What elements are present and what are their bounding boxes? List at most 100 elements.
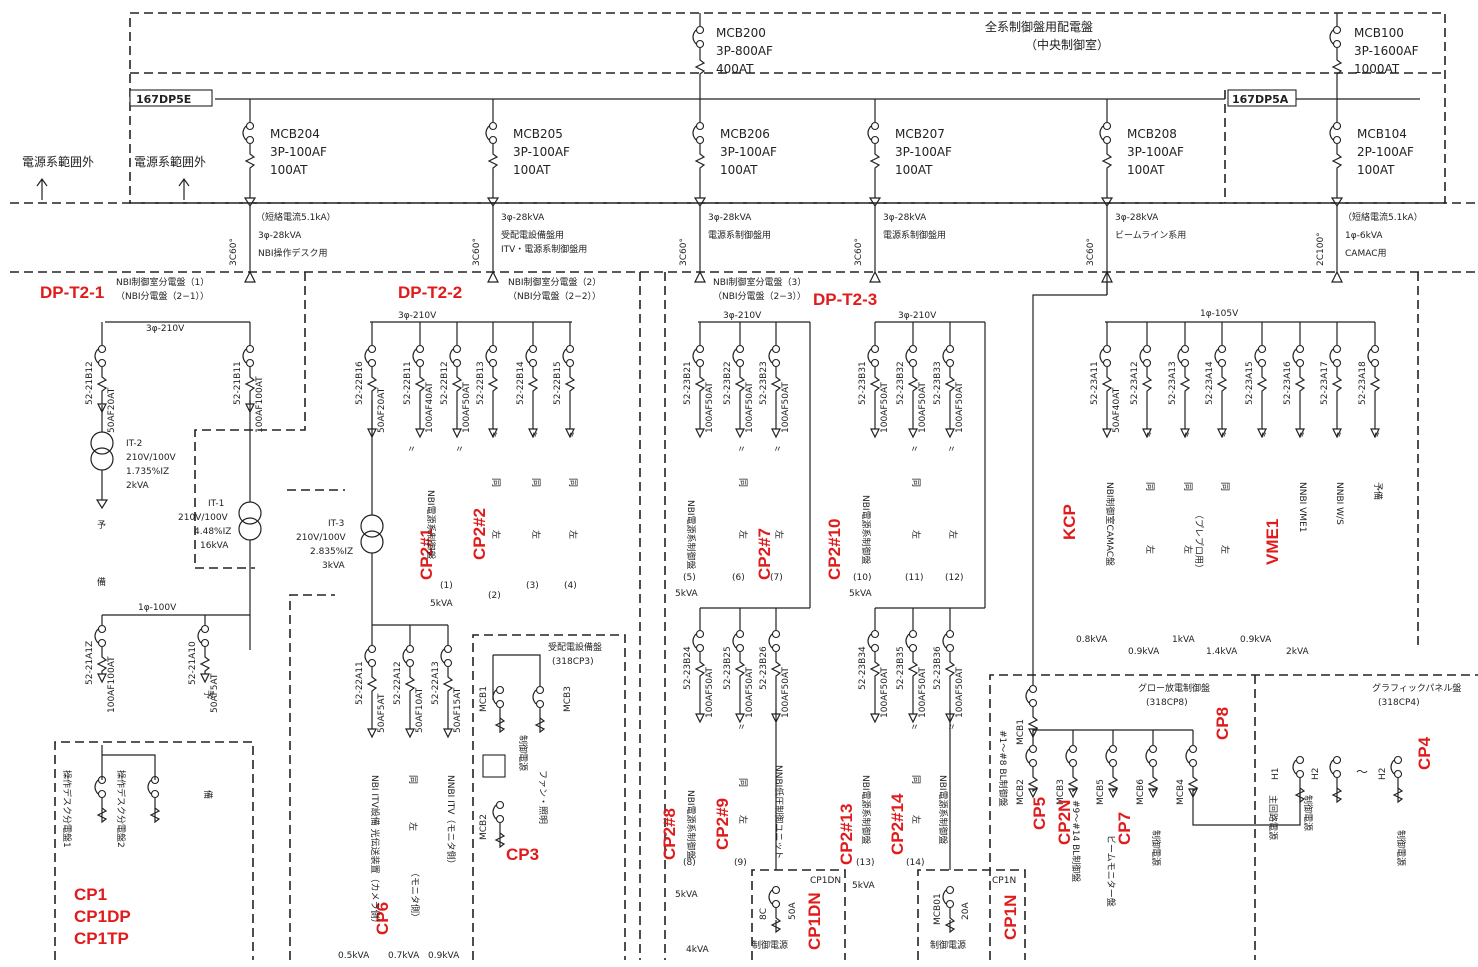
svg-text:210V/100V: 210V/100V bbox=[126, 453, 177, 463]
breaker-mcb1: MCB1 bbox=[1016, 675, 1039, 745]
svg-text:52-22B13: 52-22B13 bbox=[476, 361, 486, 405]
svg-text:3P-1600AF: 3P-1600AF bbox=[1354, 44, 1419, 58]
breaker-mcb4: MCB4 bbox=[1176, 730, 1199, 805]
circuit-num: (13) bbox=[856, 858, 874, 868]
load-left: 左 bbox=[737, 530, 749, 539]
red-label-cp22: CP2#2 bbox=[470, 508, 489, 560]
breaker-52-23a15: 52-23A15 bbox=[1245, 322, 1268, 439]
svg-text:2.835%IZ: 2.835%IZ bbox=[310, 547, 353, 557]
ditto-mark: 〃 bbox=[947, 445, 956, 455]
cp1-frame bbox=[54, 741, 254, 960]
svg-text:100AT: 100AT bbox=[895, 163, 933, 177]
svg-text:MCB4: MCB4 bbox=[1176, 779, 1186, 805]
load-same: 同 bbox=[407, 775, 418, 784]
svg-text:52-22A11: 52-22A11 bbox=[355, 661, 365, 705]
dp-t2-2-subtitle: （NBI分電盤（2−2）） bbox=[508, 290, 601, 302]
ditto-mark: 〃 bbox=[1297, 431, 1306, 441]
circuit-num: (11) bbox=[905, 573, 923, 583]
svg-text:3C60°: 3C60° bbox=[679, 238, 689, 266]
red-label-cp1dn: CP1DN bbox=[805, 892, 824, 950]
svg-text:50AF20AT: 50AF20AT bbox=[377, 387, 387, 433]
svg-text:MCB205: MCB205 bbox=[513, 127, 563, 141]
kva-09c: 0.9kVA bbox=[1240, 635, 1272, 645]
svg-text:MCB207: MCB207 bbox=[895, 127, 945, 141]
svg-text:52-22A12: 52-22A12 bbox=[393, 661, 403, 705]
kva-p3-4: 4kVA bbox=[686, 945, 710, 955]
desk1-label: 操作デスク分電盤1 bbox=[61, 770, 73, 848]
load-same: 同 bbox=[910, 775, 921, 784]
svg-text:16kVA: 16kVA bbox=[200, 541, 229, 551]
breaker-52-23a16: 52-23A16 bbox=[1283, 322, 1306, 439]
load-itv-mon: NNBI ITV（モニタ側） bbox=[445, 775, 457, 868]
svg-text:50AF20AT: 50AF20AT bbox=[107, 387, 117, 433]
svg-text:3P-100AF: 3P-100AF bbox=[513, 145, 570, 159]
breaker-mcb2: MCB2 bbox=[1016, 730, 1039, 805]
ditto-mark: 〃 bbox=[530, 431, 539, 441]
svg-text:IT-3: IT-3 bbox=[328, 519, 344, 529]
load-same: 同 bbox=[567, 478, 578, 487]
ditto-mark: 〃 bbox=[407, 445, 416, 455]
breaker-52-22b15: 52-22B15 bbox=[553, 322, 576, 439]
svg-text:IT-2: IT-2 bbox=[126, 439, 142, 449]
load-left: 左 bbox=[910, 530, 922, 539]
kva-p4: 5kVA bbox=[849, 589, 873, 599]
svg-text:100AF50AT: 100AF50AT bbox=[880, 667, 890, 718]
svg-text:52-22B14: 52-22B14 bbox=[516, 361, 526, 405]
svg-text:52-23A11: 52-23A11 bbox=[1090, 361, 1100, 405]
glow-frame bbox=[989, 674, 1478, 960]
feeder-mcb104: MCB1042P-100AF100AT2C100°（短絡電流5.1kA）1φ-6… bbox=[1316, 99, 1423, 283]
svg-text:電源系制御盤用: 電源系制御盤用 bbox=[883, 229, 946, 241]
svg-text:52-23B32: 52-23B32 bbox=[896, 361, 906, 405]
dp-t2-1-subtitle: （NBI分電盤（2−1）） bbox=[116, 290, 209, 302]
svg-text:MCB204: MCB204 bbox=[270, 127, 320, 141]
load-nbi-ws: NNBI W/S bbox=[1334, 482, 1344, 525]
svg-text:NBI操作デスク用: NBI操作デスク用 bbox=[258, 247, 328, 259]
svg-text:52-21B11: 52-21B11 bbox=[233, 361, 243, 405]
load-left: 左 bbox=[910, 815, 922, 824]
circuit-num: (8) bbox=[683, 858, 696, 868]
load-nbi-ctrl: NBI電源系制御盤 bbox=[685, 500, 697, 570]
kva-1: 1kVA bbox=[1172, 635, 1196, 645]
panel-subtitle: （中央制御室） bbox=[1025, 37, 1109, 52]
ditto-mark: 〃 bbox=[1182, 431, 1191, 441]
load-same: 同 bbox=[490, 478, 501, 487]
circuit-num: (3) bbox=[526, 581, 539, 591]
red-label-cp210: CP2#10 bbox=[825, 519, 844, 580]
svg-text:100AF50AT: 100AF50AT bbox=[781, 382, 791, 433]
dp-t2-3-title: NBI制御室分電盤（3） bbox=[713, 276, 806, 288]
circuit-num: (6) bbox=[732, 573, 745, 583]
svg-text:H1: H1 bbox=[1271, 768, 1281, 781]
circuit-num: (9) bbox=[734, 858, 747, 868]
breaker-52-23b33: 52-23B33 100AF50AT bbox=[933, 322, 965, 439]
svg-text:52-23B35: 52-23B35 bbox=[896, 646, 906, 690]
svg-text:100AT: 100AT bbox=[1127, 163, 1165, 177]
load-main-circ: 主回路電源 bbox=[1267, 795, 1279, 840]
svg-text:100AF50AT: 100AF50AT bbox=[955, 382, 965, 433]
breaker-52-22b14: 52-22B14 bbox=[516, 322, 539, 439]
graphic-title: グラフィックパネル盤 bbox=[1372, 682, 1461, 694]
breaker-52-23a14: 52-23A14 bbox=[1205, 322, 1228, 439]
svg-text:3φ-28kVA: 3φ-28kVA bbox=[883, 213, 927, 223]
ditto-mark: 〃 bbox=[910, 445, 919, 455]
load-ctrl-src: 制御電源 bbox=[1395, 830, 1407, 866]
cp1-label-1: CP1DP bbox=[74, 907, 131, 926]
breaker-mcb6: MCB6 bbox=[1136, 730, 1159, 805]
reserve-1: 予 bbox=[97, 520, 106, 531]
svg-text:52-23B33: 52-23B33 bbox=[933, 361, 943, 405]
ctrl-src-1: 制御電源 bbox=[752, 939, 788, 951]
svg-text:ビームライン系用: ビームライン系用 bbox=[1115, 230, 1186, 241]
svg-text:8C: 8C bbox=[759, 908, 769, 920]
load-same: 同 bbox=[737, 478, 748, 487]
svg-text:52-23B31: 52-23B31 bbox=[858, 361, 868, 405]
svg-text:MCB100: MCB100 bbox=[1354, 26, 1404, 40]
ditto-mark: 〃 bbox=[1334, 431, 1343, 441]
feeder-mcb205: MCB2053P-100AF100AT3C60°3φ-28kVA受配電設備盤用I… bbox=[472, 99, 587, 283]
load-left: 左 bbox=[1144, 545, 1156, 554]
